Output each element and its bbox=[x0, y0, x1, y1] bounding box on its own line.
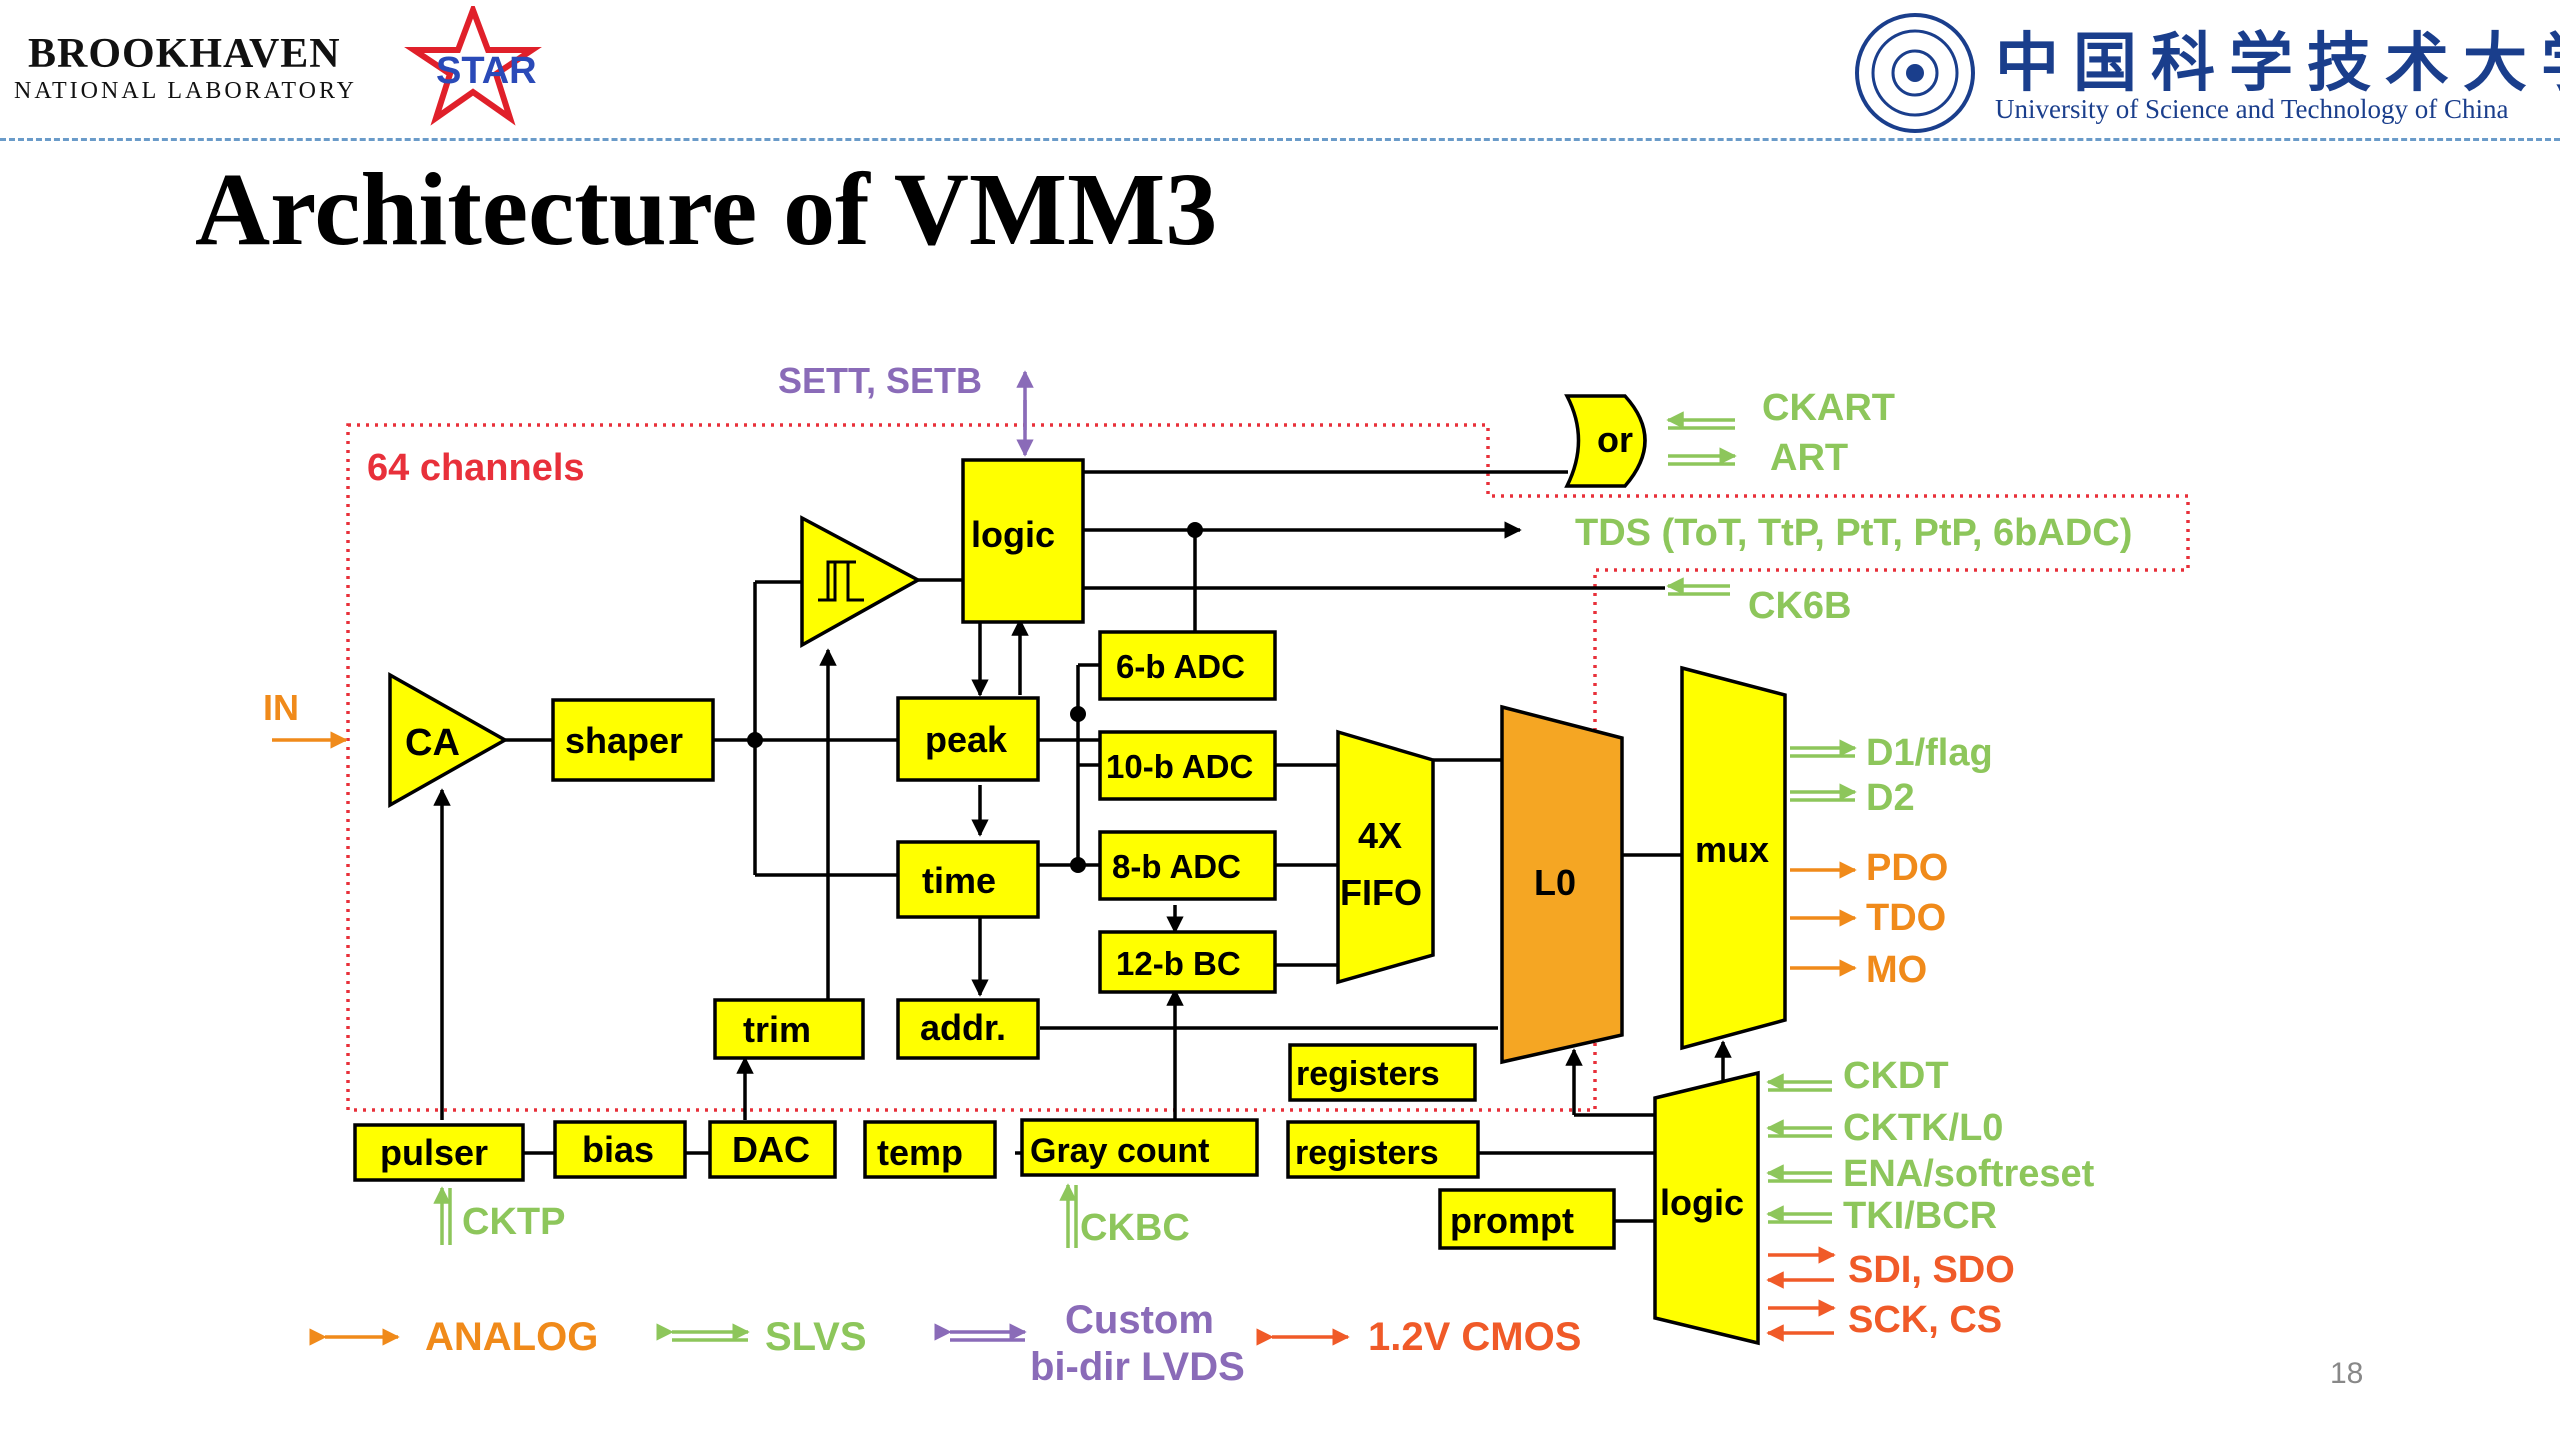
mux-block bbox=[1680, 665, 1787, 1051]
adc8-label: 8-b ADC bbox=[1112, 848, 1241, 885]
bias-label: bias bbox=[582, 1129, 654, 1170]
legend-cmos-label: 1.2V CMOS bbox=[1368, 1315, 1581, 1359]
prompt-label: prompt bbox=[1450, 1200, 1574, 1241]
addr-block bbox=[896, 998, 1040, 1060]
channel-region-border bbox=[346, 423, 2190, 1112]
ustc-chinese-name: 中国科学技术大学 bbox=[1995, 26, 2560, 101]
d1-flag-label: D1/flag bbox=[1866, 732, 1993, 774]
tki-bcr-label: TKI/BCR bbox=[1843, 1195, 1997, 1237]
logic-bottom-block bbox=[1653, 1070, 1760, 1346]
l0-block bbox=[1500, 704, 1624, 1065]
page-title: Architecture of VMM3 bbox=[195, 152, 1218, 267]
bnl-name: BROOKHAVEN bbox=[28, 31, 341, 77]
peak-block bbox=[896, 696, 1040, 782]
bc12-label: 12-b BC bbox=[1116, 945, 1241, 982]
temp-label: temp bbox=[877, 1132, 963, 1173]
header-divider bbox=[0, 138, 2560, 141]
temp-block bbox=[863, 1120, 997, 1179]
art-label: ART bbox=[1770, 437, 1848, 479]
legend: ANALOG SLVS Custom bi-dir LVDS 1.2V CMOS bbox=[309, 1298, 1581, 1389]
adc8-block bbox=[1098, 830, 1277, 901]
gray-count-block bbox=[1020, 1118, 1259, 1177]
tds-label: TDS (ToT, TtP, PtT, PtP, 6bADC) bbox=[1575, 512, 2132, 554]
pulser-block bbox=[353, 1123, 525, 1182]
discriminator-hysteresis-icon bbox=[818, 560, 864, 602]
or-gate bbox=[1564, 394, 1647, 488]
channel-region-label: 64 channels bbox=[367, 447, 585, 489]
bc12-block bbox=[1098, 930, 1277, 994]
fifo-block bbox=[1336, 729, 1435, 985]
cmos-signals: PDO TDO MO SDI, SDO SCK, CS bbox=[1766, 847, 2015, 1342]
ck6b-label: CK6B bbox=[1748, 585, 1851, 627]
ca-amplifier bbox=[388, 672, 509, 808]
pulser-label: pulser bbox=[380, 1132, 488, 1173]
shaper-block bbox=[551, 698, 715, 782]
shaper-label: shaper bbox=[565, 720, 683, 761]
discriminator bbox=[800, 515, 922, 648]
ckart-label: CKART bbox=[1762, 387, 1895, 429]
sdi-sdo-label: SDI, SDO bbox=[1848, 1249, 2015, 1291]
adc6-label: 6-b ADC bbox=[1116, 648, 1245, 685]
bnl-subtitle: NATIONAL LABORATORY bbox=[14, 78, 358, 104]
fifo-label-2: FIFO bbox=[1340, 872, 1422, 913]
trim-block bbox=[713, 998, 865, 1060]
logic-bottom-label: logic bbox=[1660, 1182, 1744, 1223]
mux-label: mux bbox=[1695, 829, 1769, 870]
addr-label: addr. bbox=[920, 1007, 1006, 1048]
trim-label: trim bbox=[743, 1009, 811, 1050]
d2-label: D2 bbox=[1866, 777, 1915, 819]
brookhaven-logo: BROOKHAVEN NATIONAL LABORATORY bbox=[14, 30, 374, 110]
registers-bottom-block bbox=[1286, 1120, 1480, 1179]
adc10-label: 10-b ADC bbox=[1106, 748, 1253, 785]
legend-slvs-label: SLVS bbox=[765, 1315, 867, 1359]
legend-analog-label: ANALOG bbox=[425, 1315, 598, 1359]
registers-bottom-label: registers bbox=[1295, 1134, 1439, 1172]
gray-count-label: Gray count bbox=[1030, 1132, 1209, 1170]
l0-label: L0 bbox=[1534, 862, 1576, 903]
sck-cs-label: SCK, CS bbox=[1848, 1299, 2002, 1341]
junction-dots bbox=[747, 522, 1203, 873]
mo-label: MO bbox=[1866, 949, 1927, 991]
wires bbox=[433, 470, 1732, 1223]
star-logo-text: STAR bbox=[436, 50, 537, 92]
time-block bbox=[896, 840, 1040, 919]
adc6-block bbox=[1098, 630, 1277, 701]
registers-top-block bbox=[1288, 1043, 1477, 1102]
ustc-seal-icon bbox=[1855, 13, 1975, 133]
fifo-label-1: 4X bbox=[1358, 815, 1402, 856]
adc10-block bbox=[1098, 730, 1277, 801]
ca-label: CA bbox=[405, 722, 460, 764]
legend-lvds-label-1: Custom bbox=[1065, 1298, 1214, 1342]
star-logo: STAR bbox=[404, 6, 542, 126]
sett-setb-label: SETT, SETB bbox=[778, 360, 982, 401]
ustc-english-name: University of Science and Technology of … bbox=[1995, 94, 2509, 124]
ustc-logo: 中国科学技术大学 University of Science and Techn… bbox=[1850, 8, 2560, 138]
or-gate-label: or bbox=[1597, 419, 1633, 460]
logic-top-block bbox=[961, 458, 1085, 624]
ckbc-label: CKBC bbox=[1080, 1207, 1190, 1249]
page-number: 18 bbox=[2330, 1357, 2364, 1390]
logic-top-label: logic bbox=[971, 514, 1055, 555]
legend-lvds-label-2: bi-dir LVDS bbox=[1030, 1345, 1245, 1389]
peak-label: peak bbox=[925, 719, 1008, 760]
tdo-label: TDO bbox=[1866, 897, 1946, 939]
cktk-l0-label: CKTK/L0 bbox=[1843, 1107, 2003, 1149]
ena-softreset-label: ENA/softreset bbox=[1843, 1153, 2095, 1195]
star-icon bbox=[404, 6, 542, 126]
dac-block bbox=[708, 1120, 837, 1179]
prompt-block bbox=[1438, 1188, 1616, 1250]
in-signal-label: IN bbox=[263, 687, 299, 728]
cktp-label: CKTP bbox=[462, 1201, 565, 1243]
dac-label: DAC bbox=[732, 1129, 810, 1170]
time-label: time bbox=[922, 860, 996, 901]
ckdt-label: CKDT bbox=[1843, 1055, 1949, 1097]
registers-top-label: registers bbox=[1296, 1055, 1440, 1093]
bias-block bbox=[553, 1120, 687, 1179]
slvs-signals: CKART ART TDS (ToT, TtP, PtT, PtP, 6bADC… bbox=[433, 387, 2132, 1249]
pdo-label: PDO bbox=[1866, 847, 1948, 889]
block-labels: shaper peak time logic 6-b ADC 10-b ADC … bbox=[380, 514, 1574, 1241]
rect-blocks bbox=[353, 458, 1616, 1250]
